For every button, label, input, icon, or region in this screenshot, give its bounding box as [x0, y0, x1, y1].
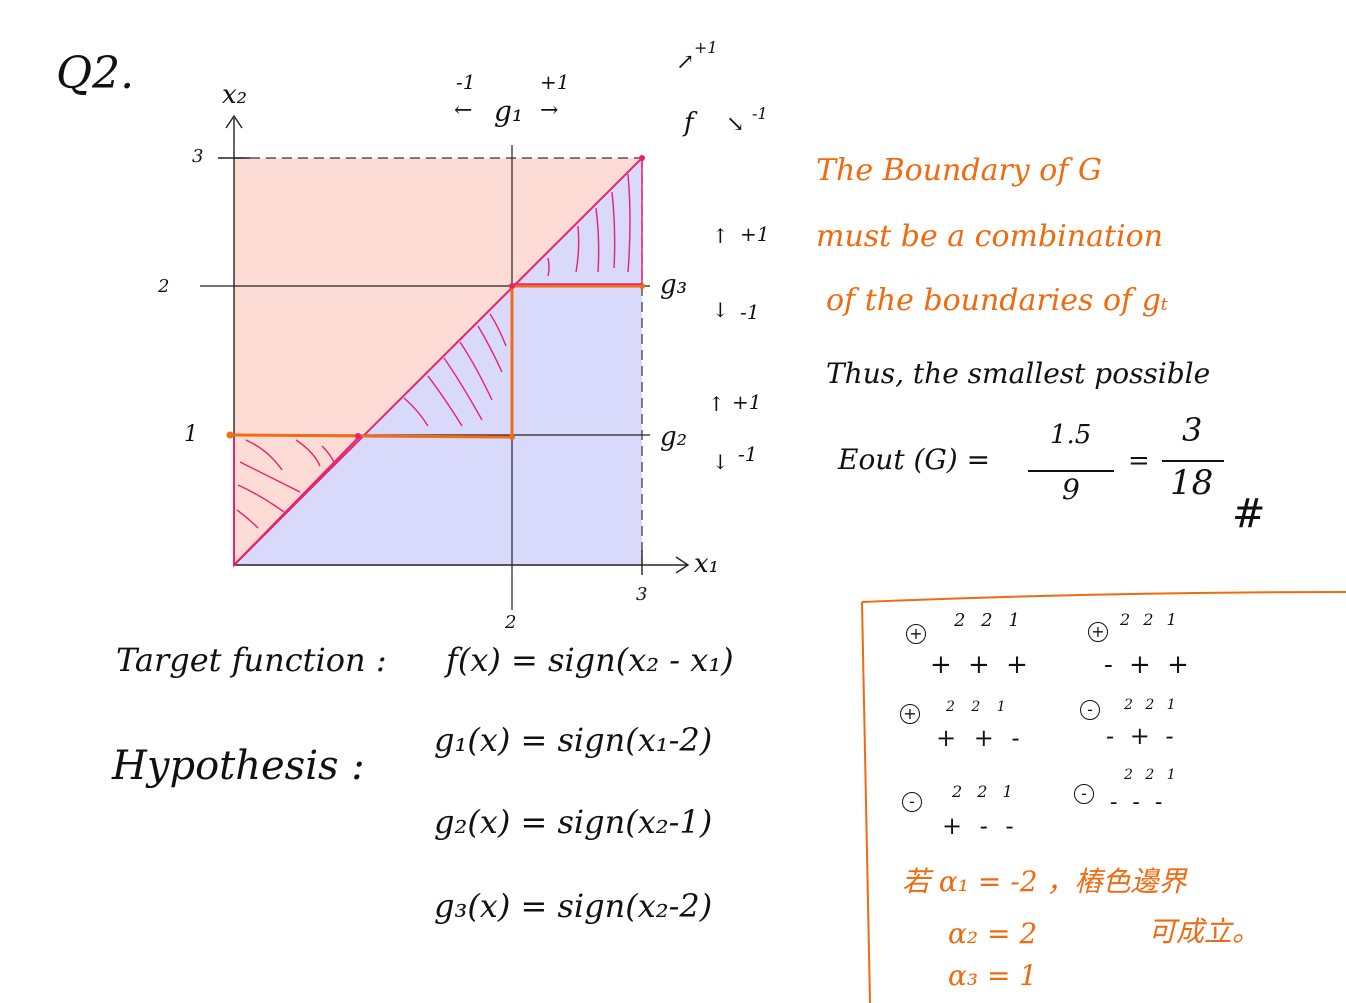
g2-label: g₂: [660, 422, 688, 452]
x1-axis-arrow: [675, 556, 690, 574]
signs: + + -: [936, 724, 1020, 752]
target-label: Target function :: [116, 641, 387, 679]
hypothesis-label: Hypothesis :: [112, 743, 365, 789]
weights: 2 2 1: [954, 610, 1020, 631]
boundary-of-G: [229, 284, 642, 439]
sign-circle: +: [1088, 622, 1108, 642]
g1-right-sign: +1: [540, 70, 570, 94]
g3-up-sign: +1: [740, 222, 770, 246]
target-expression: f(x) = sign(x₂ - x₁): [446, 641, 734, 679]
g2-down-sign: -1: [738, 442, 758, 466]
f-label: f: [684, 108, 694, 138]
box-note-line-3: α₃ = 1: [948, 959, 1038, 992]
signs: - - -: [1110, 790, 1163, 815]
equals-sign: =: [1128, 446, 1150, 476]
fraction-1-bar: [1028, 470, 1114, 472]
weights: 2 2 1: [1124, 697, 1176, 713]
sign-circle: +: [900, 704, 920, 724]
question-label: Q2.: [56, 48, 135, 99]
note-line-3: of the boundaries of gₜ: [826, 283, 1169, 318]
weights: 2 2 1: [1120, 610, 1177, 629]
x2-axis-arrow: [225, 114, 243, 129]
up-arrow-icon: ↑: [708, 392, 725, 416]
x-tick-3: 3: [636, 584, 648, 605]
error-region-1: [233, 437, 359, 568]
g3-expression: g₃(x) = sign(x₂-2): [434, 887, 713, 925]
box-note-line-1: 若 α₁ = -2 ，樁色邊界: [902, 865, 1187, 898]
sign-circle: -: [1074, 784, 1094, 804]
hatching-middle: [403, 313, 507, 427]
hatching-upper-right: [547, 173, 631, 277]
up-arrow-icon: ↑: [712, 224, 729, 248]
f-down-sign: -1: [752, 104, 768, 123]
y-tick-3: 3: [192, 146, 204, 167]
signs: - + -: [1106, 722, 1174, 750]
f-up-sign: +1: [694, 38, 718, 57]
g3-label: g₃: [660, 270, 688, 300]
x-tick-2: 2: [505, 612, 517, 633]
y-tick-2: 2: [158, 276, 170, 297]
g3-down-sign: -1: [740, 300, 760, 324]
down-arrow-icon: ↓: [712, 450, 729, 474]
eout-label: Eout (G) =: [838, 443, 991, 476]
down-arrow-icon: ↓: [712, 298, 729, 322]
up-right-arrow-icon: ↗: [676, 50, 695, 75]
weights: 2 2 1: [946, 699, 1006, 715]
g1-expression: g₁(x) = sign(x₁-2): [434, 721, 713, 759]
g1-label: g₁: [494, 95, 524, 128]
signs: - + +: [1104, 650, 1189, 680]
weights: 2 2 1: [1124, 767, 1176, 783]
hatching-lower-left: [236, 439, 335, 529]
box-note-right: 可成立。: [1148, 915, 1261, 948]
signs: + + +: [930, 650, 1028, 680]
g1-left-sign: -1: [456, 70, 476, 94]
fraction-2-bar: [1162, 460, 1224, 462]
g2-up-sign: +1: [732, 390, 762, 414]
sign-circle: -: [902, 792, 922, 812]
g2-expression: g₂(x) = sign(x₂-1): [434, 803, 713, 841]
note-line-1: The Boundary of G: [816, 153, 1102, 188]
fraction-1-numerator: 1.5: [1050, 420, 1092, 450]
right-arrow-icon: →: [540, 98, 559, 123]
x2-axis-label: x₂: [222, 80, 248, 110]
left-arrow-icon: ←: [454, 98, 473, 123]
end-mark: #: [1232, 491, 1266, 537]
x1-axis-label: x₁: [694, 549, 720, 579]
conclusion-line: Thus, the smallest possible: [826, 357, 1211, 390]
down-right-arrow-icon: ↘: [726, 112, 745, 137]
note-line-2: must be a combination: [816, 219, 1164, 254]
y-tick-1: 1: [184, 422, 198, 447]
fraction-2-denominator: 18: [1170, 463, 1214, 503]
box-note-line-2: α₂ = 2: [948, 917, 1038, 950]
fraction-1-denominator: 9: [1062, 473, 1080, 506]
sign-circle: -: [1080, 700, 1100, 720]
target-line-f: [233, 157, 643, 566]
sign-circle: +: [906, 624, 926, 644]
weights: 2 2 1: [952, 782, 1013, 801]
fraction-2-numerator: 3: [1182, 411, 1203, 449]
signs: + - -: [942, 812, 1014, 840]
